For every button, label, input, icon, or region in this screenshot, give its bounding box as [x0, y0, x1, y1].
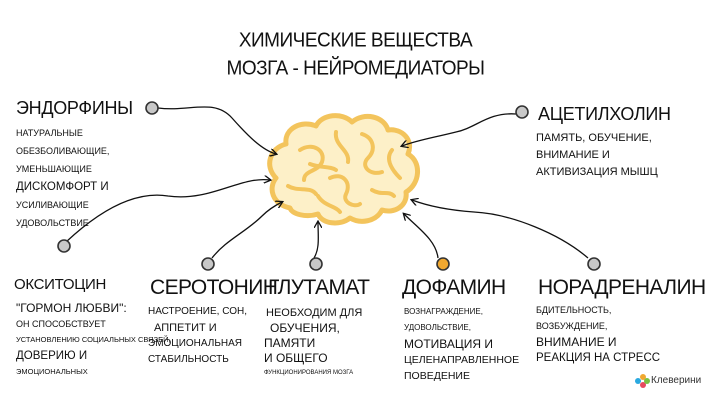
dopamine-line: УДОВОЛЬСТВИЕ,: [404, 323, 471, 332]
noradrenaline-line: БДИТЕЛЬНОСТЬ,: [536, 305, 612, 315]
glutamate-line: ПАМЯТИ: [264, 336, 316, 350]
endorphins-line: УСИЛИВАЮЩИЕ: [16, 200, 89, 210]
oxytocin-description: "ГОРМОН ЛЮБВИ": ОН СПОСОБСТВУЕТ УСТАНОВЛ…: [16, 300, 171, 380]
serotonin-name: СЕРОТОНИН: [150, 276, 278, 299]
glutamate-line: ОБУЧЕНИЯ,: [270, 321, 340, 335]
acetylcholine-line: ПАМЯТЬ, ОБУЧЕНИЕ,: [536, 132, 652, 144]
dopamine-description: ВОЗНАГРАЖДЕНИЕ, УДОВОЛЬСТВИЕ, МОТИВАЦИЯ …: [404, 304, 519, 384]
dopamine-name: ДОФАМИН: [402, 276, 506, 299]
glutamate-description: НЕОБХОДИМ ДЛЯ ОБУЧЕНИЯ, ПАМЯТИ И ОБЩЕГО …: [264, 306, 362, 381]
dot-glutamate: [309, 257, 323, 271]
page-title-line-2: МОЗГА - НЕЙРОМЕДИАТОРЫ: [226, 57, 485, 80]
acetylcholine-name: АЦЕТИЛХОЛИН: [538, 104, 671, 124]
serotonin-line: СТАБИЛЬНОСТЬ: [148, 354, 229, 365]
endorphins-line: УМЕНЬШАЮЩИЕ: [16, 164, 92, 174]
dot-endorphins: [145, 101, 159, 115]
dopamine-line: ЦЕЛЕНАПРАВЛЕННОЕ: [404, 354, 520, 366]
arrow-endorphins: [157, 106, 276, 154]
arrow-acetylcholine: [402, 113, 517, 146]
clover-logo-icon: [635, 374, 650, 388]
endorphins-line: ДИСКОМФОРТ И: [16, 181, 109, 193]
dopamine-line: ПОВЕДЕНИЕ: [404, 370, 470, 382]
serotonin-line: ЭМОЦИОНАЛЬНАЯ: [148, 338, 243, 349]
endorphins-description: НАТУРАЛЬНЫЕ ОБЕЗБОЛИВАЮЩИЕ, УМЕНЬШАЮЩИЕ …: [16, 124, 109, 232]
endorphins-line: ОБЕЗБОЛИВАЮЩИЕ,: [16, 146, 110, 156]
oxytocin-line: "ГОРМОН ЛЮБВИ":: [16, 301, 127, 315]
dot-acetylcholine: [515, 105, 529, 119]
oxytocin-line: ЭМОЦИОНАЛЬНЫХ: [16, 367, 88, 376]
glutamate-line: ФУНКЦИОНИРОВАНИЯ МОЗГА: [264, 370, 354, 376]
oxytocin-line: ОН СПОСОБСТВУЕТ: [16, 319, 106, 329]
dot-oxytocin: [57, 239, 71, 253]
endorphins-line: НАТУРАЛЬНЫЕ: [16, 128, 83, 138]
noradrenaline-line: РЕАКЦИЯ НА СТРЕСС: [536, 352, 661, 364]
endorphins-name: ЭНДОРФИНЫ: [16, 98, 133, 118]
serotonin-line: АППЕТИТ И: [154, 322, 217, 334]
arrow-serotonin: [211, 202, 282, 259]
endorphins-line: УДОВОЛЬСТВИЕ: [16, 218, 89, 228]
serotonin-description: НАСТРОЕНИЕ, СОН, АППЕТИТ И ЭМОЦИОНАЛЬНАЯ…: [148, 304, 247, 368]
brain-outline: [267, 113, 420, 226]
dot-serotonin: [201, 257, 215, 271]
arrow-noradrenaline: [412, 200, 589, 259]
acetylcholine-line: ВНИМАНИЕ И: [536, 149, 610, 161]
noradrenaline-description: БДИТЕЛЬНОСТЬ, ВОЗБУЖДЕНИЕ, ВНИМАНИЕ И РЕ…: [536, 302, 660, 366]
serotonin-line: НАСТРОЕНИЕ, СОН,: [148, 306, 247, 317]
arrows: [65, 106, 589, 259]
page-title-line-1: ХИМИЧЕСКИЕ ВЕЩЕСТВА: [238, 29, 473, 52]
glutamate-name: ГЛУТАМАТ: [268, 276, 370, 299]
glutamate-line: НЕОБХОДИМ ДЛЯ: [266, 307, 363, 319]
arrow-oxytocin: [65, 180, 270, 243]
arrow-glutamate: [313, 222, 318, 259]
acetylcholine-description: ПАМЯТЬ, ОБУЧЕНИЕ, ВНИМАНИЕ И АКТИВИЗАЦИЯ…: [536, 130, 658, 181]
oxytocin-name: ОКСИТОЦИН: [14, 276, 107, 293]
noradrenaline-line: ВОЗБУЖДЕНИЕ,: [536, 321, 608, 331]
arrow-dopamine: [404, 214, 439, 259]
dopamine-line: МОТИВАЦИЯ И: [404, 337, 494, 351]
noradrenaline-line: ВНИМАНИЕ И: [536, 335, 617, 349]
acetylcholine-line: АКТИВИЗАЦИЯ МЫШЦ: [536, 166, 658, 178]
oxytocin-line: УСТАНОВЛЕНИЮ СОЦИАЛЬНЫХ СВЯЗЕЙ,: [16, 335, 171, 344]
dot-dopamine: [436, 257, 450, 271]
dopamine-line: ВОЗНАГРАЖДЕНИЕ,: [404, 307, 483, 316]
noradrenaline-name: НОРАДРЕНАЛИН: [538, 276, 706, 299]
dot-noradrenaline: [587, 257, 601, 271]
brain-icon: [267, 113, 420, 226]
oxytocin-line: ДОВЕРИЮ И: [16, 350, 88, 362]
brand-logo-text: Клеверини: [651, 375, 702, 386]
glutamate-line: И ОБЩЕГО: [264, 351, 328, 365]
